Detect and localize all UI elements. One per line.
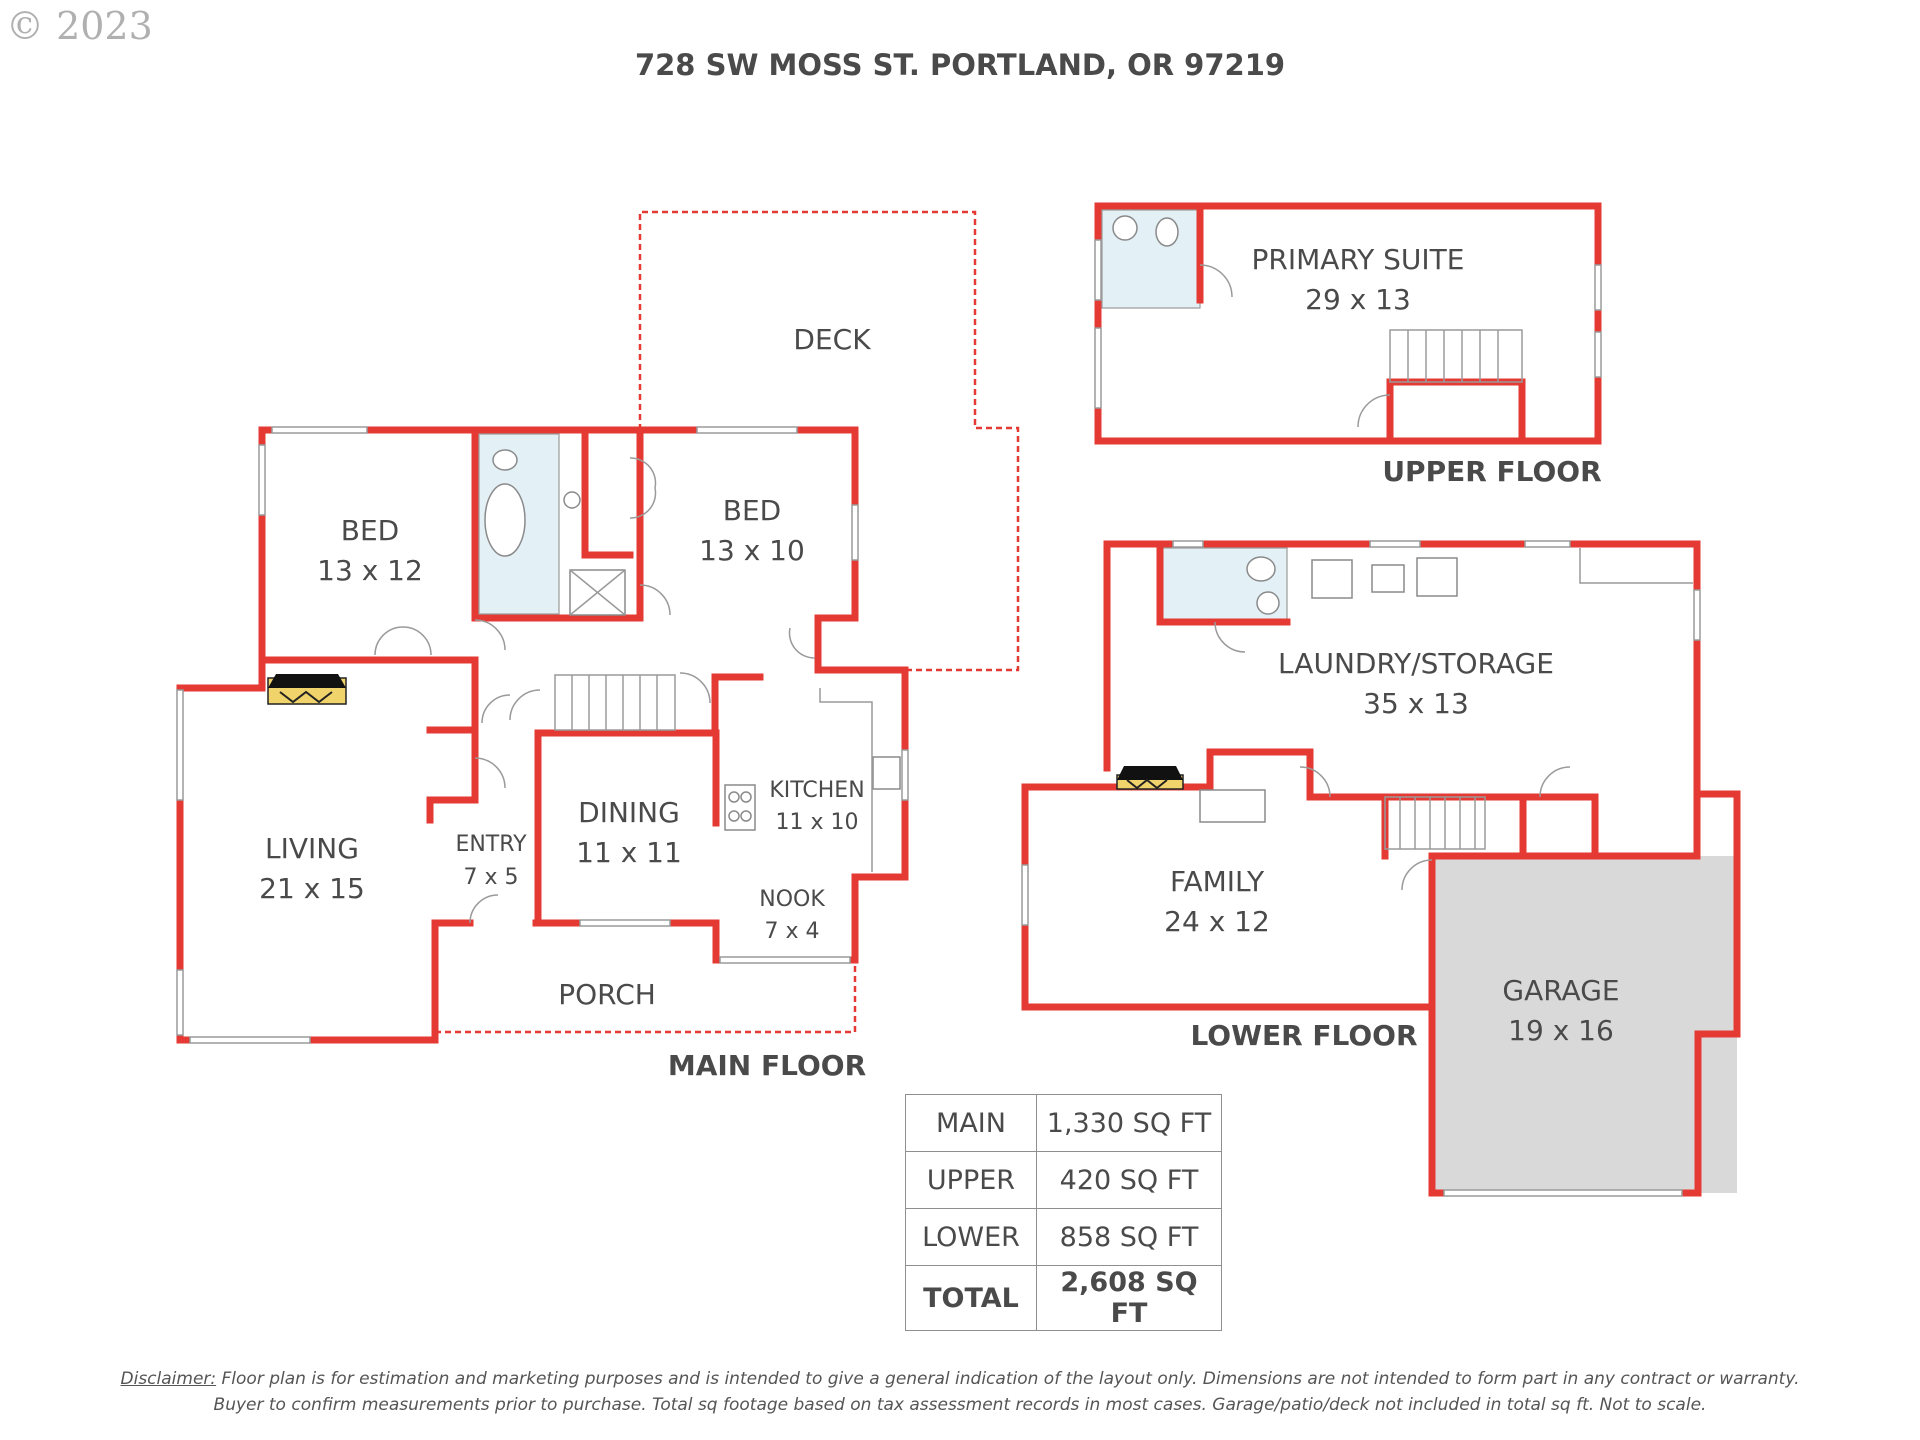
porch-outline xyxy=(435,950,857,1034)
room-garage-dims: 19 x 16 xyxy=(1508,1014,1614,1047)
laundry-sink-icon xyxy=(1371,564,1405,593)
bathtub-icon xyxy=(484,483,526,557)
bath-walls xyxy=(471,426,644,622)
room-kitchen-name: KITCHEN xyxy=(769,778,864,803)
kitchen-sink-icon xyxy=(872,756,901,790)
area-value-upper: 420 SQ FT xyxy=(1036,1151,1222,1209)
garage-area xyxy=(1432,856,1737,1193)
fireplace-icon xyxy=(267,674,347,705)
table-row-total: TOTAL 2,608 SQ FT xyxy=(905,1265,1222,1331)
copyright-mark: © 2023 xyxy=(6,4,153,48)
area-label-upper: UPPER xyxy=(905,1151,1037,1209)
room-living-name: LIVING xyxy=(265,832,359,865)
property-address: 728 SW MOSS ST. PORTLAND, OR 97219 xyxy=(635,48,1285,82)
room-porch-name: PORCH xyxy=(558,978,656,1011)
table-row: UPPER 420 SQ FT xyxy=(905,1151,1222,1209)
room-nook-name: NOOK xyxy=(759,887,825,912)
area-value-lower: 858 SQ FT xyxy=(1036,1208,1222,1266)
room-garage-name: GARAGE xyxy=(1502,974,1619,1007)
room-kitchen-dims: 11 x 10 xyxy=(776,810,859,835)
room-living-dims: 21 x 15 xyxy=(259,872,365,905)
lower-bath-wall xyxy=(1156,544,1291,626)
stair-wall xyxy=(534,673,764,737)
hall-closet-wall xyxy=(581,426,634,559)
main-floor-outer-wall xyxy=(258,426,909,964)
room-primary-suite-name: PRIMARY SUITE xyxy=(1252,243,1465,276)
fireplace-icon xyxy=(1116,766,1184,790)
washer-icon xyxy=(1311,559,1353,599)
main-floor: DECK BED 13 x 12 BED 13 x 10 LIVING 21 x… xyxy=(176,210,1020,1082)
room-laundry-name: LAUNDRY/STORAGE xyxy=(1278,647,1554,680)
lower-floor-outer-wall xyxy=(1021,540,1741,1197)
disclaimer-label: Disclaimer: xyxy=(120,1369,217,1389)
toilet-icon xyxy=(1246,556,1276,582)
bed1-closet-wall xyxy=(258,656,479,742)
area-value-total: 2,608 SQ FT xyxy=(1036,1265,1222,1331)
lower-floor-label: LOWER FLOOR xyxy=(1190,1019,1417,1052)
disclaimer-line2: Buyer to confirm measurements prior to p… xyxy=(213,1395,1707,1415)
room-family-name: FAMILY xyxy=(1170,865,1265,898)
room-entry-name: ENTRY xyxy=(455,832,527,857)
area-label-total: TOTAL xyxy=(905,1265,1037,1331)
lower-floor: LAUNDRY/STORAGE 35 x 13 FAMILY 24 x 12 G… xyxy=(1021,540,1741,1197)
room-dining-dims: 11 x 11 xyxy=(576,836,682,869)
disclaimer-line1: Floor plan is for estimation and marketi… xyxy=(216,1369,1800,1389)
room-entry-dims: 7 x 5 xyxy=(464,865,519,890)
room-bed2-name: BED xyxy=(723,494,781,527)
room-bed1-name: BED xyxy=(341,514,399,547)
dryer-icon xyxy=(1416,557,1458,597)
upper-floor: PRIMARY SUITE 29 x 13 UPPER FLOOR xyxy=(1094,202,1602,488)
table-row: MAIN 1,330 SQ FT xyxy=(905,1094,1222,1152)
sink-icon xyxy=(1256,591,1280,615)
sink-icon xyxy=(563,491,581,509)
upper-stairs xyxy=(1389,329,1523,383)
area-value-main: 1,330 SQ FT xyxy=(1036,1094,1222,1152)
counter xyxy=(1579,548,1693,584)
square-footage-table: MAIN 1,330 SQ FT UPPER 420 SQ FT LOWER 8… xyxy=(905,1094,1222,1331)
toilet-icon xyxy=(492,449,518,471)
garage-wall xyxy=(1591,790,1701,860)
room-primary-suite-dims: 29 x 13 xyxy=(1305,283,1411,316)
lower-interior-wall xyxy=(1103,748,1599,1011)
table-row: LOWER 858 SQ FT xyxy=(905,1208,1222,1266)
room-laundry-dims: 35 x 13 xyxy=(1363,687,1469,720)
toilet-icon xyxy=(1155,217,1179,247)
main-floor-label: MAIN FLOOR xyxy=(668,1049,866,1082)
entry-closet-wall xyxy=(426,726,479,824)
room-dining-name: DINING xyxy=(578,796,680,829)
room-nook-dims: 7 x 4 xyxy=(765,919,820,944)
room-deck-name: DECK xyxy=(793,323,871,356)
upper-floor-outer-wall xyxy=(1094,202,1602,445)
main-stairs xyxy=(554,674,676,731)
deck-outline xyxy=(638,210,1020,672)
upper-stair-wall xyxy=(1386,378,1526,445)
sink-icon xyxy=(1112,215,1138,241)
room-family-dims: 24 x 12 xyxy=(1164,905,1270,938)
upper-floor-label: UPPER FLOOR xyxy=(1382,455,1601,488)
lower-stairs xyxy=(1384,796,1486,850)
room-bed1-dims: 13 x 12 xyxy=(317,554,423,587)
table-icon xyxy=(1199,789,1266,823)
room-bed2-dims: 13 x 10 xyxy=(699,534,805,567)
area-label-lower: LOWER xyxy=(905,1208,1037,1266)
disclaimer: Disclaimer: Floor plan is for estimation… xyxy=(80,1366,1840,1418)
range-icon xyxy=(724,784,756,831)
area-label-main: MAIN xyxy=(905,1094,1037,1152)
